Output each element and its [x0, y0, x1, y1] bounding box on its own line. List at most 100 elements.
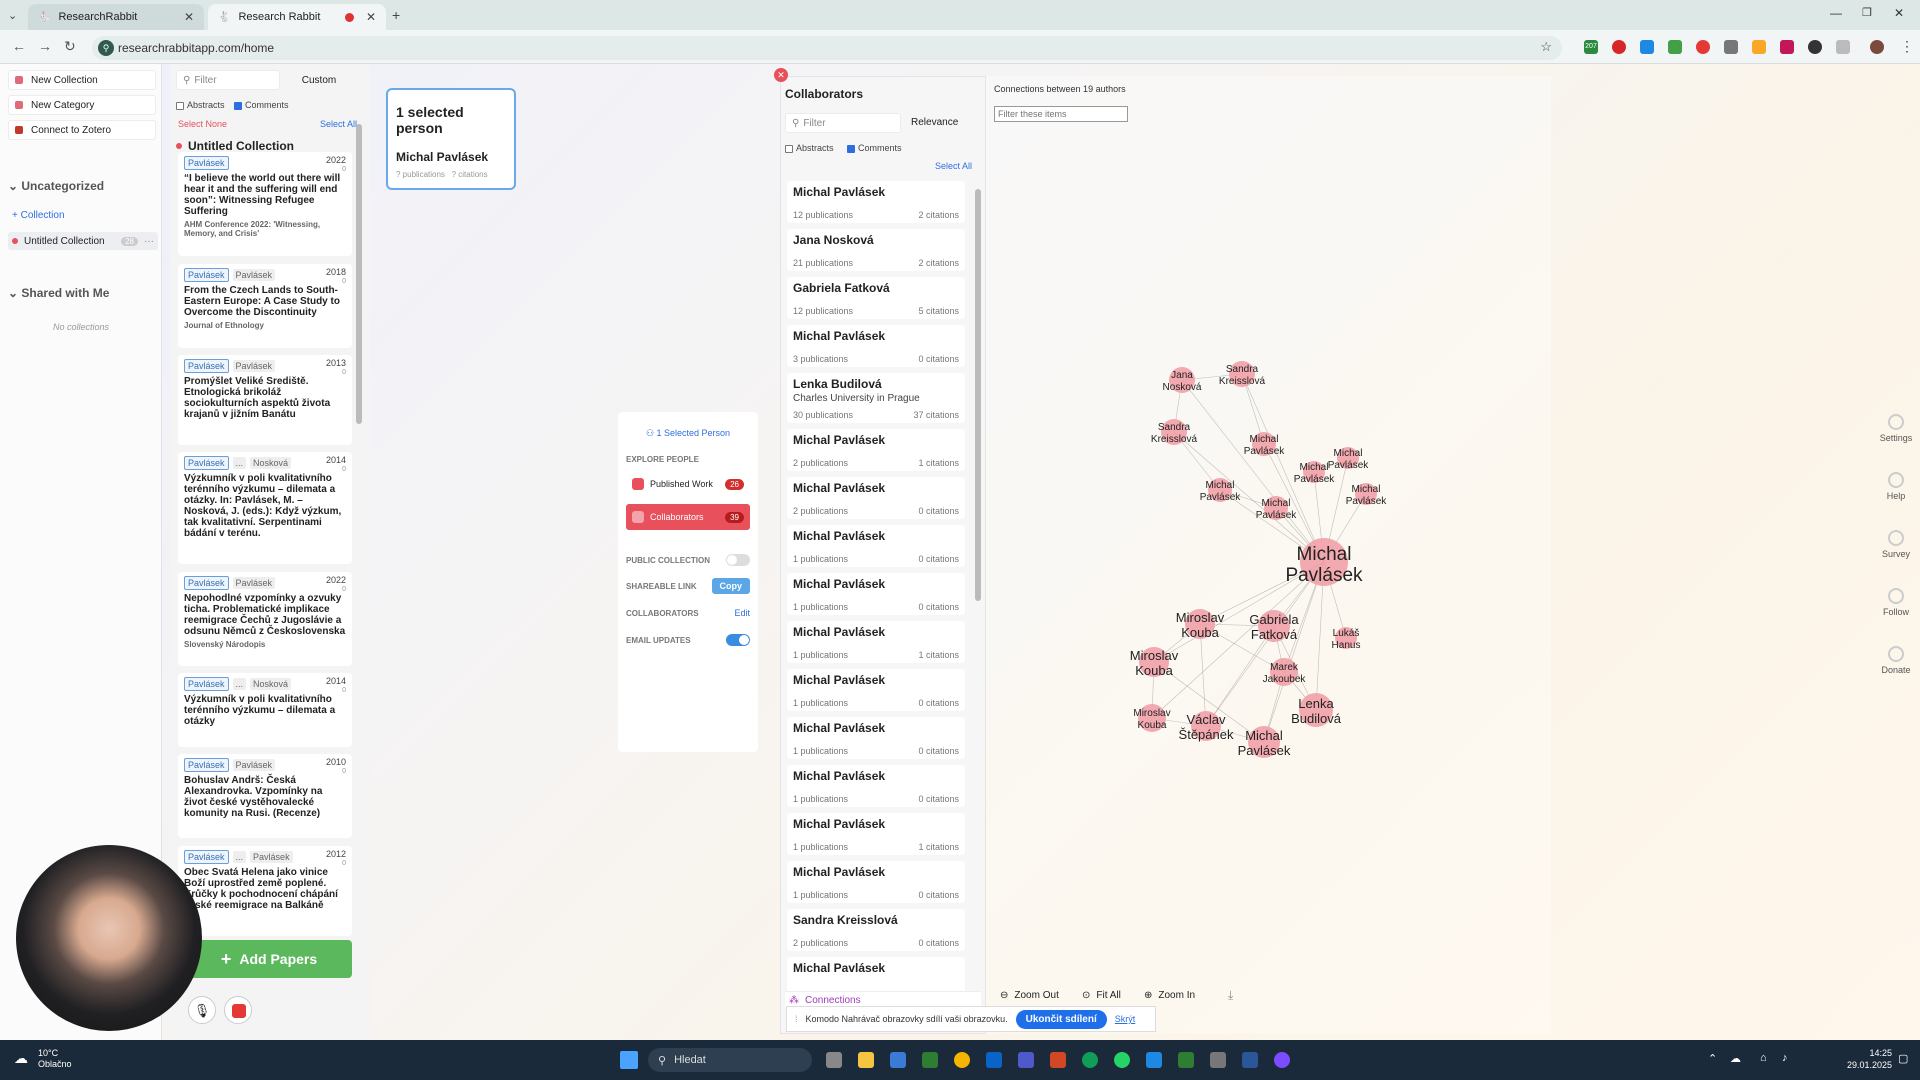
collab-comments-checkbox[interactable]: Comments	[847, 143, 902, 153]
collab-select-all-link[interactable]: Select All	[935, 161, 973, 171]
author-chip[interactable]: Pavlásek	[232, 577, 276, 589]
zoom-in-button[interactable]: ⊕Zoom In	[1144, 990, 1196, 1001]
close-panel-icon[interactable]: ✕	[774, 68, 788, 82]
extensions-puzzle-icon[interactable]	[1836, 40, 1850, 54]
extension-blue-icon[interactable]	[1640, 40, 1654, 54]
taskbar-search[interactable]: ⚲Hledat	[648, 1048, 812, 1072]
extension-gray-icon[interactable]	[1724, 40, 1738, 54]
selected-person-card[interactable]: 1 selected person Michal Pavlásek ? publ…	[386, 88, 516, 190]
add-collection-link[interactable]: + Collection	[12, 210, 65, 221]
fit-all-button[interactable]: ⊙Fit All	[1082, 990, 1121, 1001]
collaborators-button[interactable]: Collaborators 39	[626, 504, 750, 530]
author-chip[interactable]: ...	[232, 851, 247, 863]
new-collection-button[interactable]: New Collection	[8, 70, 156, 90]
public-collection-toggle[interactable]	[726, 554, 750, 566]
whatsapp-icon[interactable]	[1114, 1052, 1130, 1068]
shared-with-me-heading[interactable]: ⌄ Shared with Me	[8, 286, 110, 300]
email-updates-toggle[interactable]	[726, 634, 750, 646]
tray-chevron-icon[interactable]: ⌃	[1708, 1053, 1718, 1065]
profile-avatar[interactable]	[1870, 40, 1884, 54]
onedrive-icon[interactable]: ☁	[1730, 1053, 1741, 1065]
author-chip[interactable]: Pavlásek	[184, 359, 229, 373]
published-work-button[interactable]: Published Work 26	[626, 472, 750, 496]
author-chip[interactable]: Pavlásek	[184, 456, 229, 470]
edit-collaborators-link[interactable]: Edit	[734, 608, 750, 618]
chrome-alt-icon[interactable]	[1082, 1052, 1098, 1068]
survey-button[interactable]: Survey	[1872, 530, 1920, 559]
tab-researchrabbit[interactable]: 🐇 ResearchRabbit ✕	[28, 4, 204, 30]
select-none-link[interactable]: Select None	[178, 119, 228, 129]
author-chip[interactable]: Pavlásek	[232, 360, 276, 372]
new-category-button[interactable]: New Category	[8, 95, 156, 115]
windows-start-icon[interactable]	[620, 1051, 638, 1069]
add-papers-button[interactable]: +Add Papers	[186, 940, 352, 978]
sort-custom-select[interactable]: Custom	[301, 74, 337, 86]
file-explorer-icon[interactable]	[858, 1052, 874, 1068]
back-arrow-icon[interactable]: ←	[12, 38, 26, 54]
extension-circle-icon[interactable]	[1696, 40, 1710, 54]
stop-sharing-button[interactable]: Ukončit sdílení	[1015, 1009, 1107, 1029]
selected-person-link[interactable]: ⚇ 1 Selected Person	[645, 428, 731, 438]
zoom-out-button[interactable]: ⊖Zoom Out	[1000, 990, 1059, 1001]
author-chip[interactable]: Nosková	[250, 678, 292, 690]
comments-checkbox[interactable]: Comments	[234, 100, 289, 110]
author-chip[interactable]: Pavlásek	[250, 851, 293, 863]
window-close-button[interactable]: ✕	[1894, 6, 1905, 20]
extension-dark-icon[interactable]	[1808, 40, 1822, 54]
follow-button[interactable]: Follow	[1872, 588, 1920, 617]
graph-filter-input[interactable]	[994, 106, 1128, 122]
tab-list-icon[interactable]: ⌄	[8, 10, 18, 22]
author-chip[interactable]: Pavlásek	[184, 758, 229, 772]
extension-pink-icon[interactable]	[1780, 40, 1794, 54]
extension-yellow-icon[interactable]	[1752, 40, 1766, 54]
task-view-icon[interactable]	[826, 1052, 842, 1068]
author-chip[interactable]: ...	[232, 678, 247, 690]
author-chip[interactable]: Pavlásek	[184, 156, 229, 170]
close-tab-icon[interactable]: ✕	[183, 10, 194, 24]
abstracts-checkbox[interactable]: Abstracts	[176, 100, 225, 110]
collab-filter-input[interactable]: ⚲Filter	[785, 113, 901, 133]
maximize-button[interactable]: ❐	[1862, 7, 1872, 19]
author-chip[interactable]: Pavlásek	[184, 850, 229, 864]
copy-link-button[interactable]: Copy	[711, 578, 750, 594]
extension-red-icon[interactable]	[1612, 40, 1626, 54]
author-chip[interactable]: ...	[232, 457, 247, 469]
outlook-icon[interactable]	[986, 1052, 1002, 1068]
collab-scrollbar[interactable]	[975, 189, 981, 601]
app-purple-icon[interactable]	[1274, 1052, 1290, 1068]
chrome-icon[interactable]	[954, 1052, 970, 1068]
stop-recording-button[interactable]	[224, 996, 252, 1024]
author-chip[interactable]: Pavlásek	[184, 576, 229, 590]
author-chip[interactable]: Nosková	[250, 457, 292, 469]
powerpoint-icon[interactable]	[1050, 1052, 1066, 1068]
network-graph[interactable]: JanaNoskováSandraKreisslováSandraKreissl…	[986, 76, 1551, 1034]
download-icon[interactable]: ⤓	[1228, 988, 1234, 1002]
forward-arrow-icon[interactable]: →	[38, 38, 52, 54]
tab-research-rabbit-active[interactable]: 🐇 Research Rabbit ✕	[208, 4, 386, 30]
network-icon[interactable]: ⌂	[1760, 1052, 1767, 1064]
